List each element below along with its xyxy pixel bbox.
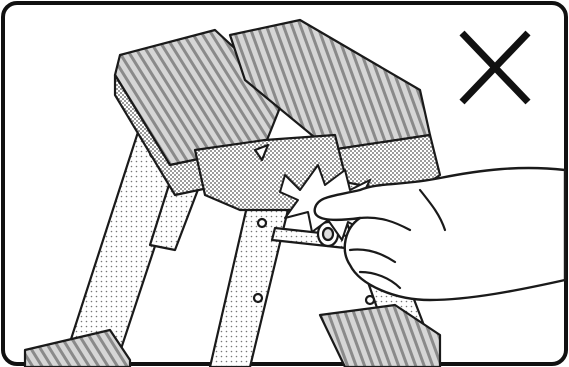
ladder-scene: [0, 0, 569, 367]
warning-illustration: [0, 0, 569, 367]
